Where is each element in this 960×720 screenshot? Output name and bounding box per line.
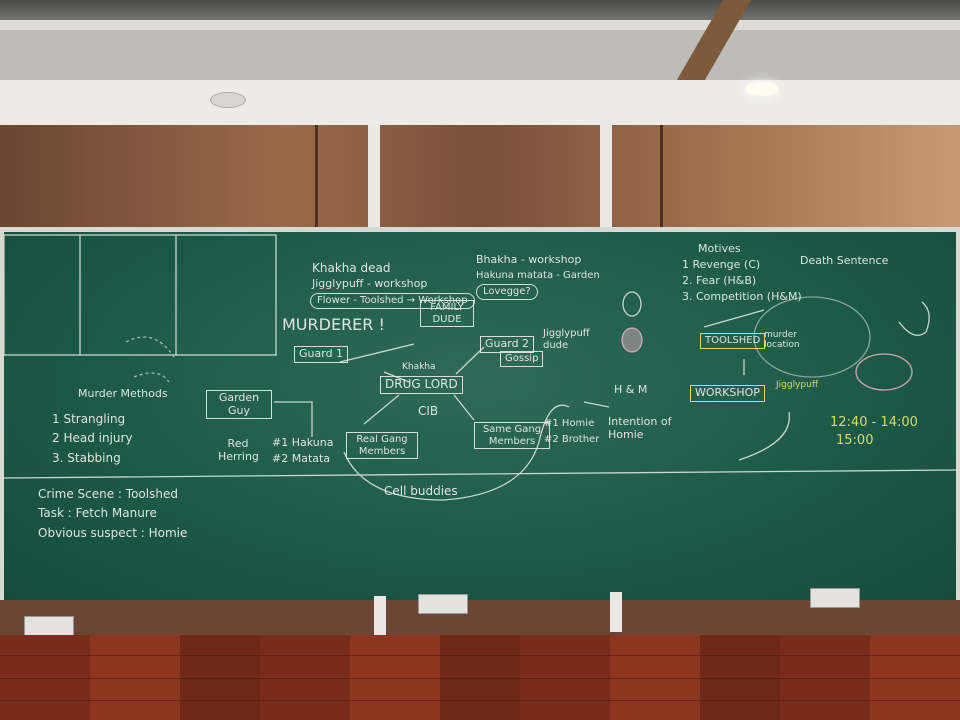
arrow-line <box>703 309 765 328</box>
intention-label: Intention of Homie <box>608 415 672 441</box>
motives-title: Motives <box>698 242 741 255</box>
chalk-doodle <box>898 301 930 336</box>
cell-buddies-curve <box>343 404 570 501</box>
arrow-line <box>274 401 313 437</box>
cell-buddies-label: Cell buddies <box>384 484 458 498</box>
floor-board-line <box>0 700 960 701</box>
motive-item: 2. Fear (H&B) <box>682 274 757 287</box>
board-leg <box>610 592 622 632</box>
murder-location-label: murder location <box>764 330 800 351</box>
arrow-line <box>738 411 791 461</box>
matata-label: #2 Matata <box>272 452 331 465</box>
jigglypuff-doodle <box>621 327 643 353</box>
guard2-box: Guard 2 <box>480 336 535 353</box>
floor-board-line <box>0 678 960 679</box>
time-label: 15:00 <box>836 433 874 448</box>
bhakha-note: Hakuna matata - Garden <box>476 270 600 281</box>
power-socket <box>24 616 74 636</box>
wooden-floor <box>0 635 960 720</box>
note-line: Jigglypuff - workshop <box>312 277 428 290</box>
crime-scene-text: Crime Scene : Toolshed <box>38 487 178 501</box>
brother-label: #2 Brother <box>544 434 600 445</box>
note-line: Khakha dead <box>312 261 391 275</box>
death-sentence-label: Death Sentence <box>800 254 889 267</box>
red-herring-label: Red Herring <box>218 437 259 463</box>
board-leg <box>374 596 386 640</box>
gossip-box: Gossip <box>500 351 544 367</box>
lower-wall <box>0 600 960 635</box>
method-item: 2 Head injury <box>52 431 133 445</box>
arrow-line <box>455 346 485 375</box>
chalk-smudge <box>133 372 170 383</box>
wall-seam <box>315 125 318 230</box>
note-line: Flower - Toolshed → Workshop <box>310 293 475 309</box>
ceiling-panel <box>0 30 960 80</box>
arrow-line <box>583 401 610 408</box>
method-item: 1 Strangling <box>52 412 126 426</box>
task-text: Task : Fetch Manure <box>38 506 157 520</box>
method-item: 3. Stabbing <box>52 451 121 465</box>
chalk-drawings <box>4 234 956 501</box>
flower-doodle <box>622 291 642 317</box>
power-socket <box>418 594 468 614</box>
toolshed-box: TOOLSHED <box>700 333 766 349</box>
h-and-m-label: H & M <box>614 383 648 396</box>
garden-guy-box: Garden Guy <box>206 390 272 420</box>
chalk-circle <box>753 296 871 378</box>
pillar <box>368 125 380 230</box>
arrow-line <box>363 394 400 425</box>
arrow-line <box>339 343 415 363</box>
suspect-text: Obvious suspect : Homie <box>38 526 188 540</box>
real-gang-box: Real Gang Members <box>346 432 418 459</box>
time-label: 12:40 - 14:00 <box>830 415 918 430</box>
bhakha-note: Bhakha - workshop <box>476 253 582 266</box>
floor-board-line <box>0 655 960 656</box>
cib-label: CIB <box>418 404 439 418</box>
arrow-line <box>453 394 475 421</box>
drug-lord-box: DRUG LORD <box>380 376 463 394</box>
murder-methods-title: Murder Methods <box>78 387 168 400</box>
ceiling-beam <box>0 20 960 30</box>
wall-seam <box>660 125 663 230</box>
khakha-label: Khakha <box>402 362 436 372</box>
hakuna-label: #1 Hakuna <box>272 436 334 449</box>
same-gang-box: Same Gang Members <box>474 422 550 449</box>
jigglypuff-dude-label: Jigglypuff dude <box>543 328 590 351</box>
family-dude-box: FAMILY DUDE <box>420 300 474 327</box>
guard1-box: Guard 1 <box>294 346 349 363</box>
homie-label: #1 Homie <box>544 418 595 429</box>
workshop-box: WORKSHOP <box>690 385 765 402</box>
power-socket <box>810 588 860 608</box>
board-grid-box <box>4 234 277 356</box>
ceiling-soffit <box>0 80 960 125</box>
pig-doodle <box>855 353 913 391</box>
ceiling-light <box>210 92 246 108</box>
murderer-label: MURDERER ! <box>282 315 385 334</box>
motive-item: 1 Revenge (C) <box>682 258 761 271</box>
motive-item: 3. Competition (H&M) <box>682 290 802 303</box>
wood-wall <box>0 125 960 230</box>
pillar <box>600 120 612 230</box>
ceiling-light <box>745 82 779 96</box>
bhakha-note: Lovegge? <box>476 284 538 300</box>
chalk-smudge <box>125 336 175 358</box>
arrow-line <box>383 371 410 383</box>
jigglypuff-small-label: Jigglypuff <box>776 380 819 390</box>
board-divider-line <box>4 469 956 479</box>
